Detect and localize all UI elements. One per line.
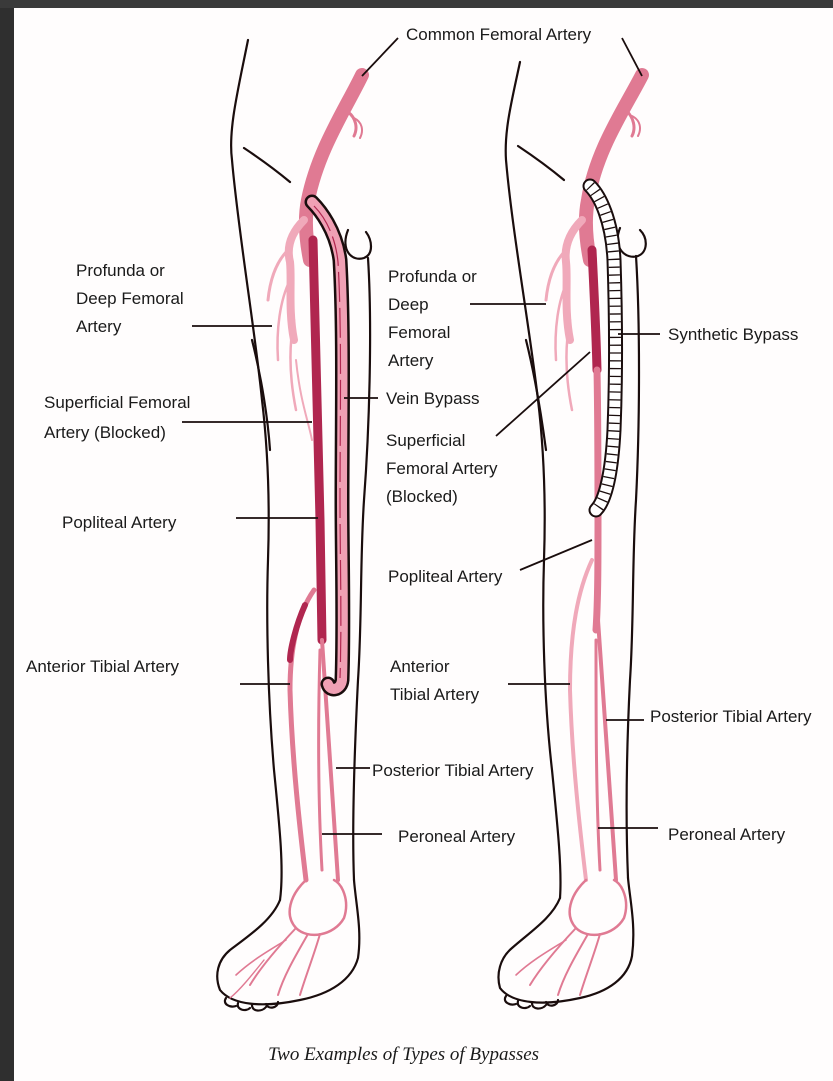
label-right-profunda: Profunda or Deep Femoral Artery xyxy=(388,267,482,370)
label-right-posterior-tibial: Posterior Tibial Artery xyxy=(650,707,812,726)
label-vein-bypass: Vein Bypass xyxy=(386,389,480,408)
right-peroneal xyxy=(596,640,600,870)
label-right-superficial-femoral: Superficial Femoral Artery (Blocked) xyxy=(386,431,502,506)
label-left-popliteal: Popliteal Artery xyxy=(62,513,177,532)
label-left-anterior-tibial: Anterior Tibial Artery xyxy=(26,657,180,676)
label-left-profunda: Profunda or Deep Femoral Artery xyxy=(76,261,188,336)
label-right-popliteal: Popliteal Artery xyxy=(388,567,503,586)
label-right-peroneal: Peroneal Artery xyxy=(668,825,786,844)
right-superficial-femoral xyxy=(592,250,597,370)
right-posterior-tibial xyxy=(598,620,616,880)
left-leg xyxy=(217,40,371,1011)
left-superficial-femoral xyxy=(313,240,322,640)
label-left-superficial-femoral: Superficial Femoral Artery (Blocked) xyxy=(44,393,195,442)
label-common-femoral: Common Femoral Artery xyxy=(406,25,592,44)
label-left-posterior-tibial: Posterior Tibial Artery xyxy=(372,761,534,780)
right-anterior-tibial xyxy=(570,560,592,880)
right-artery-tree xyxy=(516,75,642,995)
caption: Two Examples of Types of Bypasses xyxy=(268,1044,539,1065)
label-synthetic-bypass: Synthetic Bypass xyxy=(668,325,798,344)
label-right-anterior-tibial: Anterior Tibial Artery xyxy=(390,657,480,704)
right-leg xyxy=(499,62,646,1009)
right-leg-outline xyxy=(499,62,646,1009)
label-left-peroneal: Peroneal Artery xyxy=(398,827,516,846)
